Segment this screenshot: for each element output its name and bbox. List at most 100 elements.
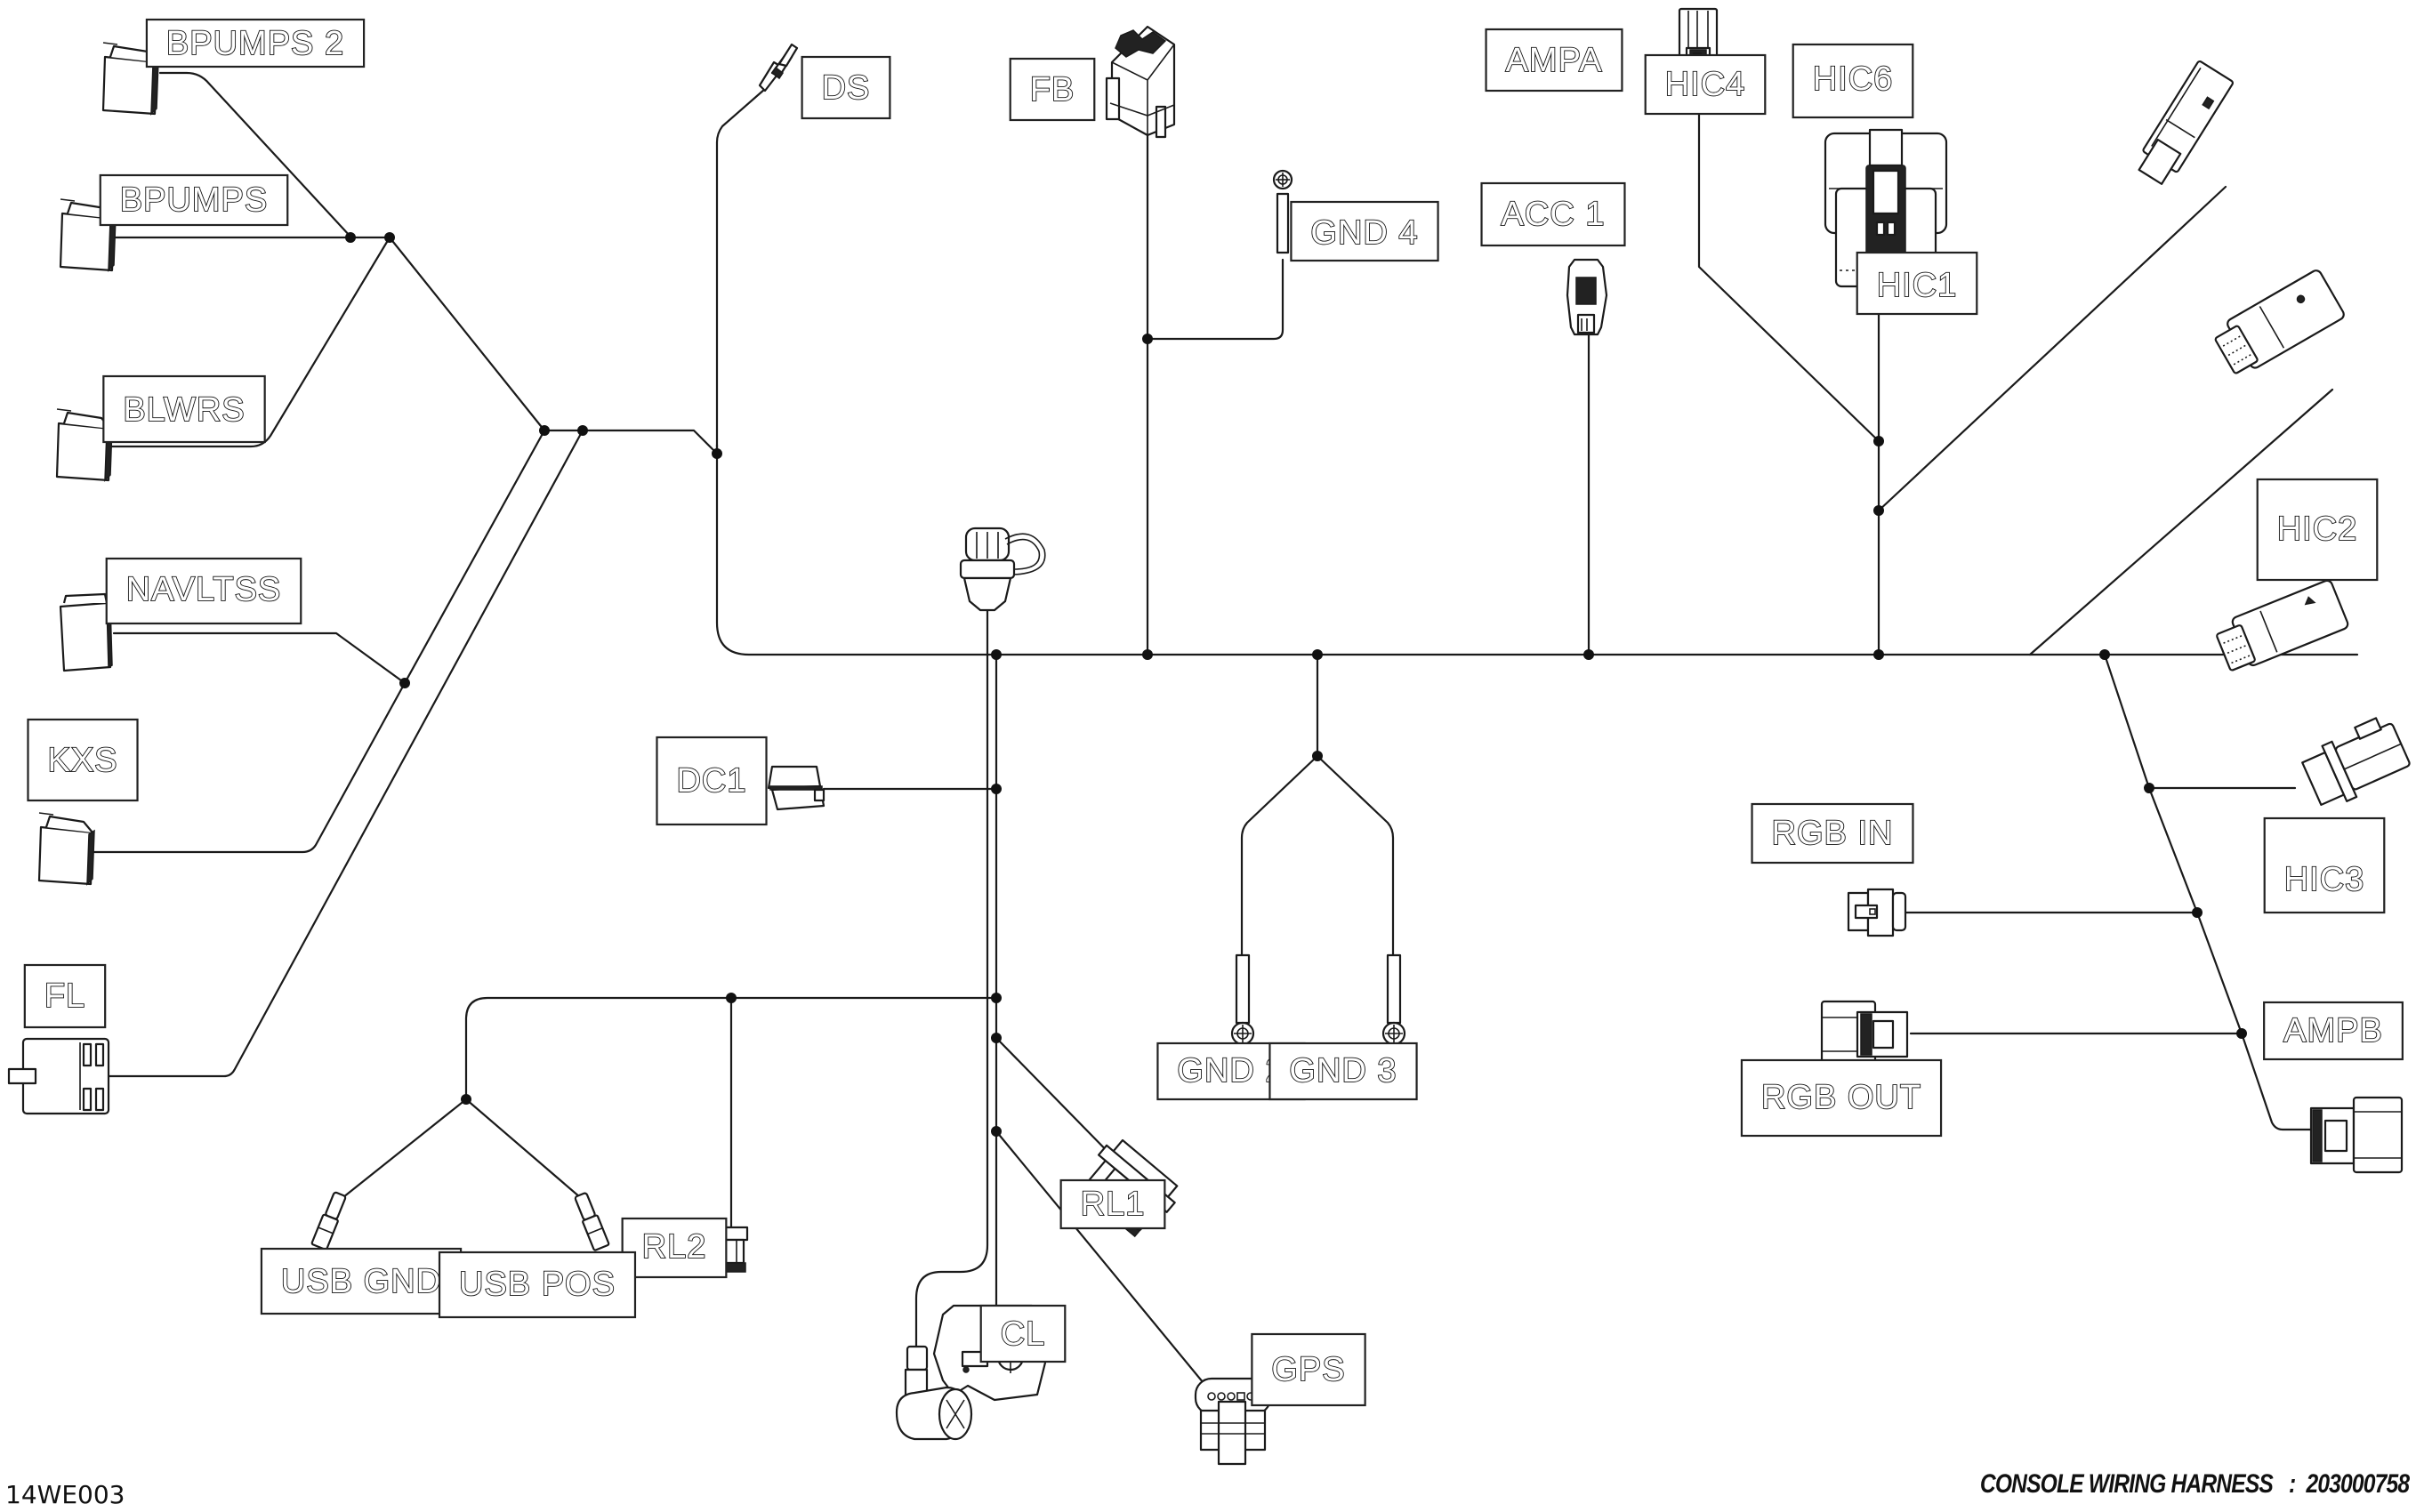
small-connector-icon[interactable]: [758, 43, 799, 92]
title-separator: :: [2288, 1469, 2296, 1499]
junction-node: [1583, 649, 1594, 660]
usb-branch-wire: [464, 996, 998, 1101]
ring-terminal-icon[interactable]: [1381, 953, 1406, 1046]
relay-connector-icon[interactable]: [37, 812, 95, 886]
label-text: KXS: [47, 742, 117, 779]
label-hic6: HIC6: [1792, 43, 1914, 119]
bpumps-to-main-wire: [388, 236, 546, 432]
label-text: HIC2: [2277, 511, 2358, 548]
connector-icons: [7, 7, 2413, 1466]
diagram-title: CONSOLE WIRING HARNESS: [1979, 1469, 2274, 1499]
label-rl2: RL2: [621, 1217, 728, 1279]
multi-pin-connector-icon[interactable]: [2211, 269, 2346, 379]
junction-node: [2144, 783, 2154, 793]
hic1-wire: [2028, 388, 2334, 656]
label-text: HIC1: [1877, 267, 1958, 304]
junction-node: [726, 993, 737, 1003]
label-text: RL2: [642, 1228, 707, 1266]
usb-socket-icon[interactable]: [895, 1345, 973, 1441]
connector-icon[interactable]: [1566, 258, 1608, 336]
label-hic1: HIC1: [1856, 251, 1978, 316]
label-text: FB: [1030, 71, 1075, 109]
usbpos-wire: [464, 1098, 582, 1199]
diag-port-wire: [914, 607, 989, 1350]
label-kxs: KXS: [27, 718, 139, 802]
connector-icon[interactable]: [1820, 1000, 1909, 1069]
label-text: ACC 1: [1502, 196, 1606, 233]
usbgnd-wire: [342, 1098, 468, 1199]
label-text: USB POS: [459, 1266, 616, 1303]
label-text: DC1: [676, 762, 746, 800]
label-text: HIC6: [1813, 60, 1894, 98]
junction-node: [461, 1094, 471, 1105]
label-gnd4: GND 4: [1290, 200, 1439, 262]
label-ds: DS: [801, 55, 891, 120]
ring-terminal-icon[interactable]: [1230, 953, 1255, 1046]
junction-node: [577, 425, 588, 436]
separator-spacer: [2295, 1469, 2306, 1499]
junction-node: [2236, 1028, 2247, 1039]
label-rl1: RL1: [1059, 1178, 1166, 1230]
label-text: FL: [44, 977, 85, 1015]
label-hic3: HIC3: [2263, 816, 2386, 914]
navltss-wire: [112, 631, 407, 685]
ampa-wire: [1697, 105, 1880, 443]
label-text: GND 2: [1177, 1052, 1285, 1090]
connector-icon[interactable]: [1847, 888, 1907, 937]
junction-node: [991, 649, 1002, 660]
block-connector-icon[interactable]: [7, 1037, 110, 1115]
junction-node: [1312, 751, 1323, 761]
gnd4-wire: [1146, 258, 1285, 341]
junction-node: [1873, 505, 1884, 516]
label-dc1: DC1: [656, 736, 768, 826]
part-number: 203000758: [2306, 1469, 2410, 1499]
small-connector-icon[interactable]: [767, 765, 825, 811]
connector-icon[interactable]: [2133, 60, 2234, 188]
label-text: USB GND: [281, 1263, 441, 1300]
left-bundle-wire: [581, 429, 719, 455]
junction-node: [345, 232, 356, 243]
ring-terminal-icon[interactable]: [1272, 169, 1293, 254]
gnd3-wire: [1316, 754, 1395, 957]
label-bpumps: BPUMPS: [99, 173, 289, 227]
diagram-title-block: CONSOLE WIRING HARNESS : 203000758: [1979, 1469, 2410, 1500]
label-text: AMPA: [1506, 42, 1603, 79]
hic6-wire: [1877, 185, 2227, 512]
main-trunk-wire: [715, 443, 2359, 656]
relay-connector-icon[interactable]: [59, 592, 113, 672]
label-text: HIC3: [2284, 861, 2365, 898]
figure-code: 14WE003: [5, 1480, 125, 1509]
label-hic4: HIC4: [1644, 53, 1767, 116]
label-text: RL1: [1081, 1186, 1146, 1223]
connector-icon[interactable]: [2309, 1096, 2404, 1174]
label-text: NAVLTSS: [126, 571, 282, 608]
fl-wire: [98, 429, 584, 1078]
junction-node: [991, 1126, 1002, 1137]
fuse-box-icon[interactable]: [1105, 25, 1176, 139]
junction-nodes: [345, 232, 2247, 1137]
label-ampb: AMPB: [2263, 1001, 2404, 1061]
junction-node: [991, 993, 1002, 1003]
blwrs-wire: [107, 236, 391, 448]
junction-node: [384, 232, 395, 243]
right-branch-wire: [2103, 653, 2315, 1131]
junction-node: [1873, 649, 1884, 660]
ds-wire: [715, 87, 767, 455]
label-rgbout: RGB OUT: [1740, 1058, 1943, 1138]
separator-spacer: [2273, 1469, 2289, 1499]
label-text: AMPB: [2283, 1012, 2383, 1050]
label-rgbin: RGB IN: [1751, 802, 1914, 865]
label-text: CL: [1001, 1315, 1046, 1353]
multi-pin-connector-icon[interactable]: [2213, 579, 2349, 674]
label-text: GND 3: [1289, 1052, 1397, 1090]
label-text: BLWRS: [123, 391, 245, 429]
junction-node: [539, 425, 550, 436]
junction-node: [2099, 649, 2110, 660]
junction-node: [2192, 907, 2203, 918]
spade-terminal-icon[interactable]: [310, 1191, 348, 1251]
label-text: DS: [822, 69, 871, 107]
gnd2-wire: [1240, 754, 1319, 957]
spade-terminal-icon[interactable]: [573, 1192, 610, 1251]
connector-icon[interactable]: [2298, 713, 2413, 812]
diagnostic-port-icon[interactable]: [959, 527, 1046, 612]
